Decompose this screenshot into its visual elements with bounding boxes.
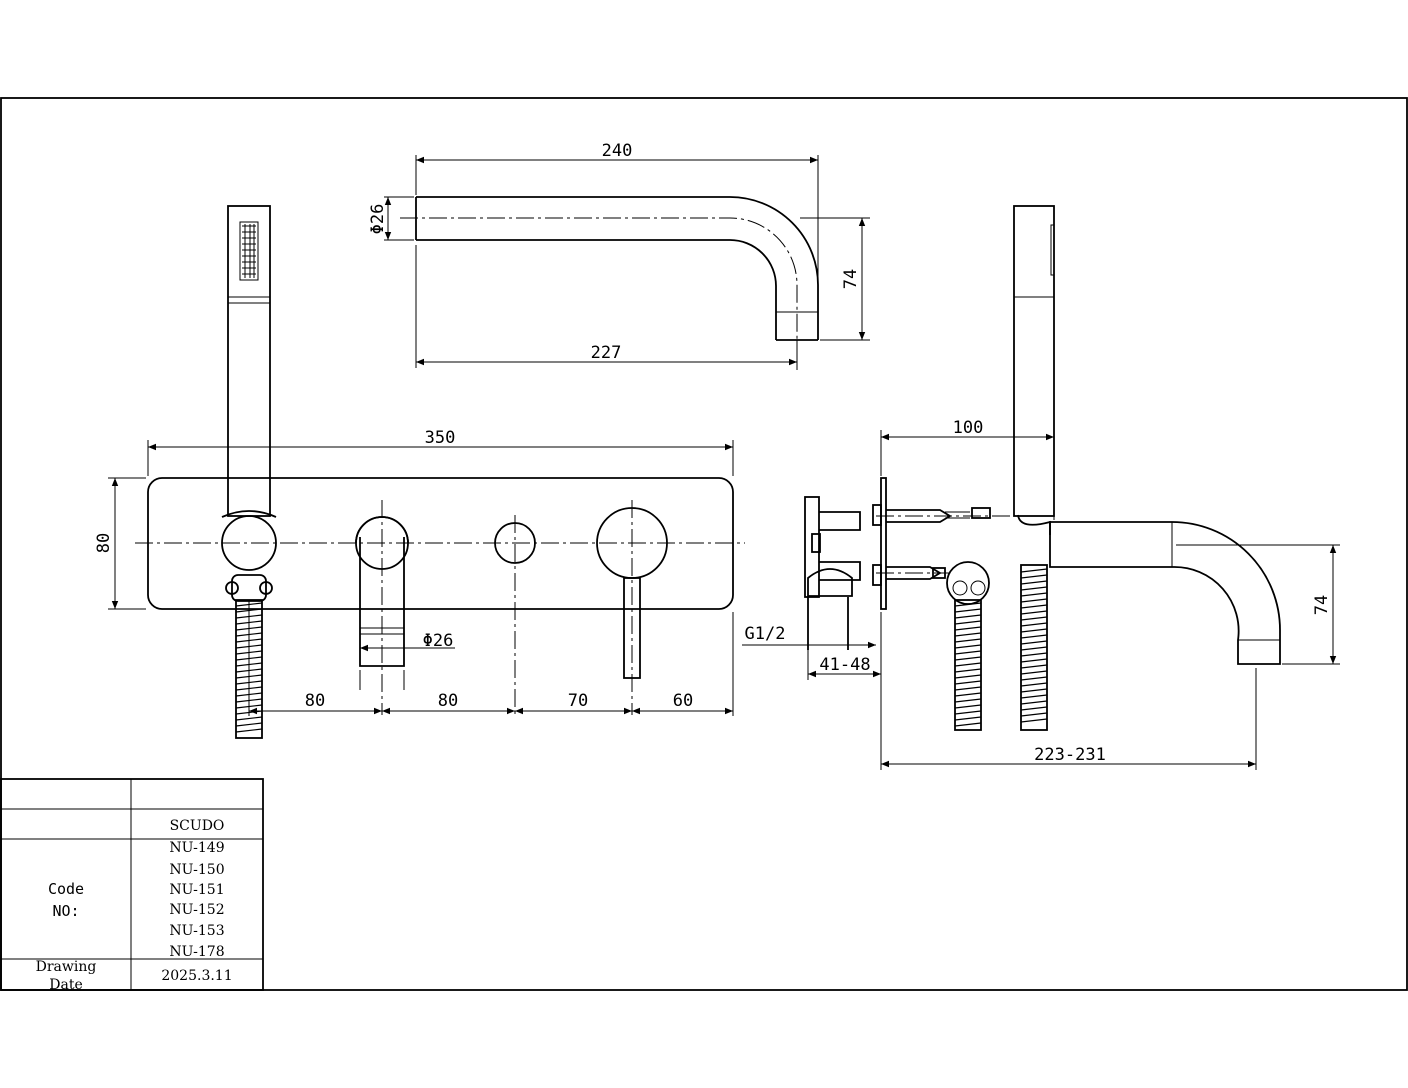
dim-spacing-4: 60: [673, 691, 693, 711]
dim-spout-240: 240: [602, 141, 633, 161]
dim-spacing-1: 80: [305, 691, 325, 711]
front-view: Φ26 350 80 80 80 70 60: [94, 205, 745, 739]
dim-spout-diameter: Φ26: [368, 204, 388, 235]
date-label: Date: [49, 977, 82, 993]
drawing-frame: [0, 97, 1408, 991]
spout-outlet: Φ26: [355, 500, 455, 715]
dim-spout-drop: 74: [841, 269, 861, 289]
dim-spacing-3: 70: [568, 691, 588, 711]
dim-spout-227: 227: [591, 343, 622, 363]
side-view: 100 G1/2 41-48 74 223-231: [742, 205, 1340, 770]
code-label: Code: [48, 880, 84, 898]
dim-side-spout-drop: 74: [1312, 595, 1332, 615]
dim-handshower-offset: 100: [953, 418, 984, 438]
code-item: NU-152: [169, 902, 224, 918]
code-item: NU-150: [169, 862, 224, 878]
dim-wall-depth: 41-48: [819, 655, 870, 675]
spout-top-view: 240 227 Φ26 74: [368, 141, 870, 370]
code-item: NU-149: [169, 840, 224, 856]
code-item: NU-151: [169, 882, 224, 898]
dim-plate-width: 350: [425, 428, 456, 448]
product-name: SCUDO: [170, 818, 225, 834]
dim-outlet-diameter: Φ26: [423, 631, 454, 651]
code-item: NU-178: [169, 944, 224, 960]
drawing-date: 2025.3.11: [161, 968, 232, 984]
no-label: NO:: [52, 902, 79, 920]
title-block: SCUDO Code NO: NU-149 NU-150 NU-151 NU-1…: [0, 778, 264, 993]
dim-total-depth: 223-231: [1034, 745, 1106, 765]
mixer-handle: [596, 500, 668, 715]
code-item: NU-153: [169, 923, 224, 939]
hand-shower: [221, 205, 277, 739]
dim-plate-height: 80: [94, 533, 114, 553]
diverter-knob: [494, 515, 536, 715]
dim-spacing-2: 80: [438, 691, 458, 711]
drawing-label: Drawing: [36, 959, 97, 975]
dim-thread: G1/2: [745, 624, 786, 644]
